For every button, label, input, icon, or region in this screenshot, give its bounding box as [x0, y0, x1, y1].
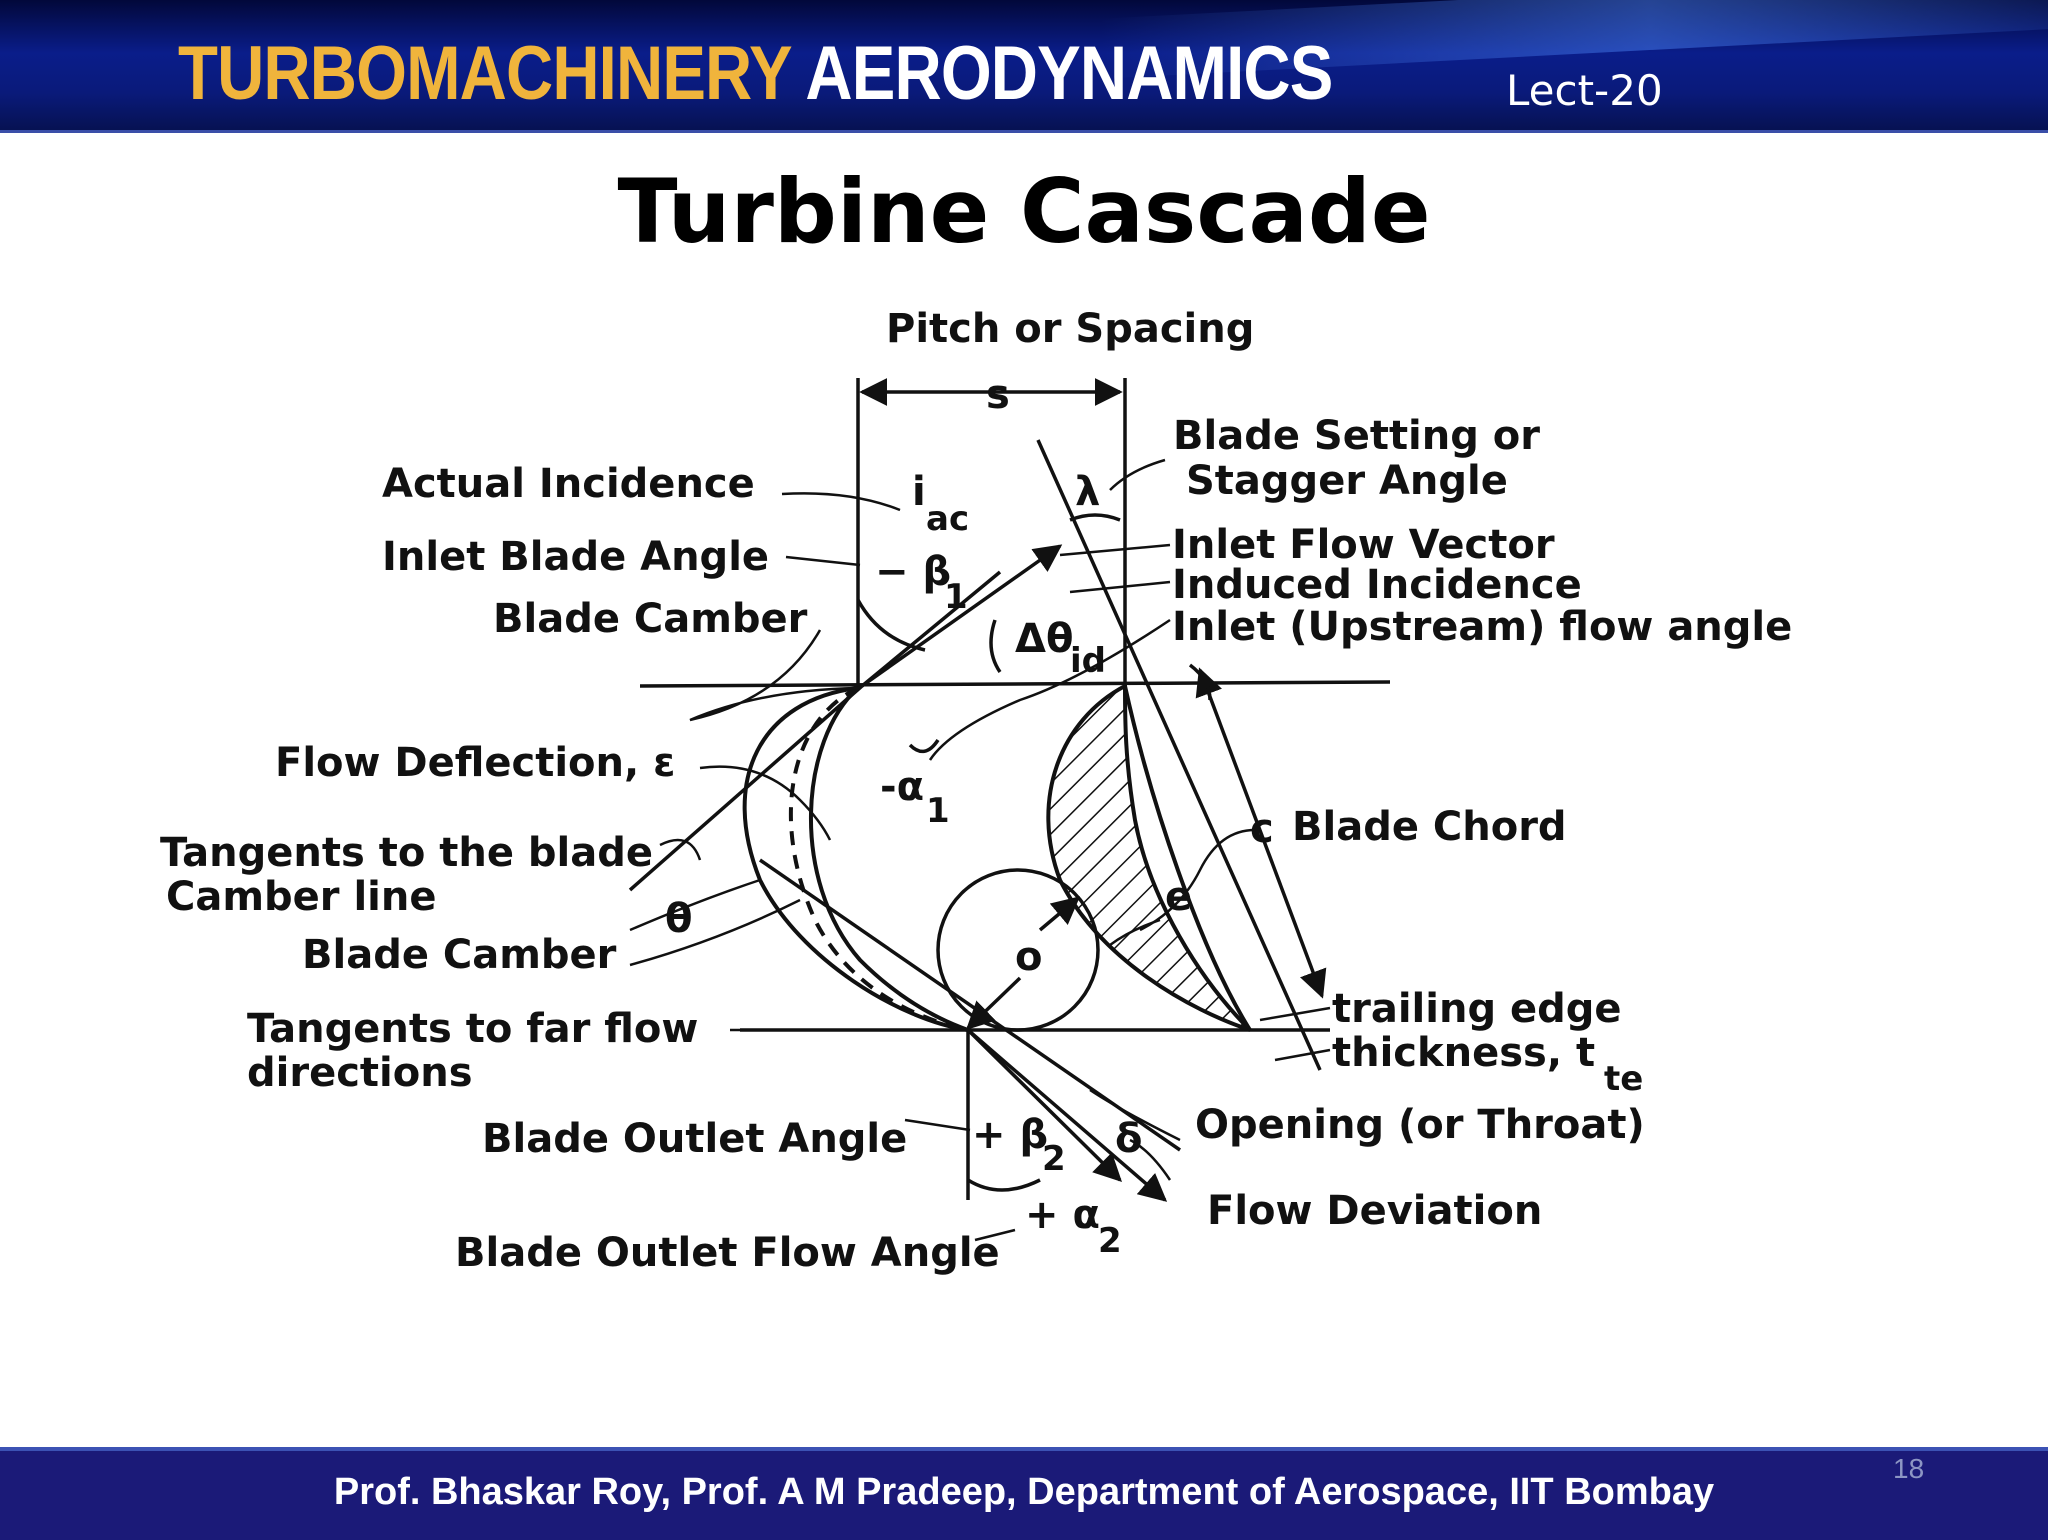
throat-arrow-1 [965, 976, 1022, 1030]
stagger-angle-arc [1188, 663, 1212, 701]
blades [742, 682, 1252, 1032]
label-beta1: − β [875, 549, 951, 595]
label-induced-incidence: Induced Incidence [1172, 562, 1582, 608]
label-alpha2-sub: 2 [1098, 1221, 1122, 1261]
induced-incidence-leader [1069, 580, 1171, 594]
label-s: s [986, 372, 1010, 418]
label-opening: Opening (or Throat) [1195, 1102, 1645, 1148]
label-inlet-blade-angle: Inlet Blade Angle [382, 534, 769, 580]
label-tangents-far-1: Tangents to far flow [247, 1006, 698, 1052]
outlet-flow-angle-leader [974, 1228, 1016, 1242]
course-title: TURBOMACHINERY AERODYNAMICS [178, 30, 1333, 117]
label-beta2: + β [972, 1112, 1048, 1158]
label-blade-outlet-flow-angle: Blade Outlet Flow Angle [455, 1230, 1000, 1276]
label-inlet-flow-angle: Inlet (Upstream) flow angle [1172, 604, 1792, 650]
label-alpha2: + α [1025, 1192, 1100, 1238]
outlet-angle-leader [904, 1118, 971, 1132]
turbine-cascade-diagram: Pitch or Spacing s Blade Setting or Stag… [160, 306, 1792, 1276]
label-i: i [912, 469, 926, 515]
label-e: e [1165, 874, 1192, 920]
label-blade-camber-bottom: Blade Camber [302, 932, 617, 978]
flow-deviation-leader [1129, 1138, 1172, 1181]
label-pitch: Pitch or Spacing [886, 306, 1254, 352]
course-title-part2: AERODYNAMICS [805, 31, 1333, 116]
label-tangents-camber-1: Tangents to the blade [160, 830, 653, 876]
label-tangents-camber-2: Camber line [166, 874, 436, 920]
inlet-blade-angle-leader [785, 555, 861, 567]
label-blade-chord: Blade Chord [1292, 804, 1567, 850]
e-leader [1109, 918, 1161, 947]
opening-leader [1089, 1088, 1181, 1142]
slide-header: TURBOMACHINERY AERODYNAMICS Lect-20 [0, 0, 2048, 133]
geometry-lines [628, 378, 1391, 1202]
slide-title: Turbine Cascade [617, 160, 1431, 263]
stagger-leader [1109, 458, 1166, 491]
label-i-sub: ac [926, 499, 969, 539]
label-actual-incidence: Actual Incidence [382, 461, 755, 507]
alpha1-arc [908, 739, 940, 754]
label-beta1-sub: 1 [944, 577, 968, 617]
label-alpha1-sub: 1 [926, 791, 950, 831]
label-alpha1: -α [880, 764, 924, 810]
page-number: 18 [1893, 1453, 1925, 1484]
right-blade-hatched [1046, 682, 1252, 1032]
beta2-arc [967, 1178, 1041, 1192]
label-trailing-edge-2: thickness, t [1332, 1030, 1595, 1076]
label-flow-deflection: Flow Deflection, ε [275, 740, 675, 786]
label-stagger-1: Blade Setting or [1173, 413, 1540, 459]
leading-edge-line [639, 680, 1391, 688]
leader-lines [629, 458, 1331, 1242]
actual-incidence-leader [781, 492, 901, 512]
label-tangents-far-2: directions [247, 1050, 473, 1096]
footer-credit: Prof. Bhaskar Roy, Prof. A M Pradeep, De… [333, 1471, 1715, 1513]
diagram-labels: Pitch or Spacing s Blade Setting or Stag… [160, 306, 1792, 1276]
flow-deflection-leader [699, 765, 832, 841]
delta-theta-arc [989, 619, 1002, 673]
outlet-blade-tangent [966, 1028, 1122, 1182]
label-trailing-edge-sub: te [1604, 1059, 1643, 1099]
label-blade-camber-top: Blade Camber [493, 596, 808, 642]
throat-circle [936, 868, 1100, 1032]
inlet-flow-vector [860, 544, 1063, 688]
inlet-flow-vector-leader [1059, 543, 1171, 557]
blade-camber-bottom-leader [629, 898, 801, 967]
label-blade-outlet-angle: Blade Outlet Angle [482, 1116, 907, 1162]
label-delta: δ [1115, 1116, 1142, 1162]
label-inlet-flow-vector: Inlet Flow Vector [1172, 522, 1555, 568]
blade-camber-top-leader [689, 629, 859, 722]
label-o: o [1015, 934, 1042, 980]
trailing-edge-leader [1259, 1006, 1331, 1062]
chord-leader [1139, 828, 1256, 932]
header-divider [0, 130, 2048, 133]
chord-dimension-arrow [1195, 667, 1327, 999]
label-theta: θ [665, 896, 692, 942]
label-lambda: λ [1075, 469, 1100, 515]
left-blade-pressure-side [808, 686, 969, 1032]
lecture-number: Lect-20 [1506, 66, 1663, 115]
outlet-flow-vector [966, 1028, 1168, 1202]
right-blade-suction-side [1123, 685, 1252, 1032]
course-title-part1: TURBOMACHINERY [178, 31, 791, 116]
label-delta-theta: Δθ [1015, 616, 1073, 662]
slide-footer: Prof. Bhaskar Roy, Prof. A M Pradeep, De… [0, 1447, 2048, 1540]
label-c: c [1250, 806, 1274, 852]
label-trailing-edge-1: trailing edge [1332, 986, 1622, 1032]
label-stagger-2: Stagger Angle [1186, 458, 1508, 504]
theta-leader [629, 878, 761, 932]
label-flow-deviation: Flow Deviation [1207, 1188, 1542, 1234]
beta1-arc [856, 599, 926, 652]
label-beta2-sub: 2 [1042, 1139, 1066, 1179]
label-delta-theta-sub: id [1070, 641, 1106, 681]
tangents-camber-leader [659, 838, 702, 861]
inlet-blade-tangent [860, 570, 1002, 688]
inlet-flow-angle-leader [928, 618, 1171, 761]
lambda-arc [1069, 513, 1121, 522]
